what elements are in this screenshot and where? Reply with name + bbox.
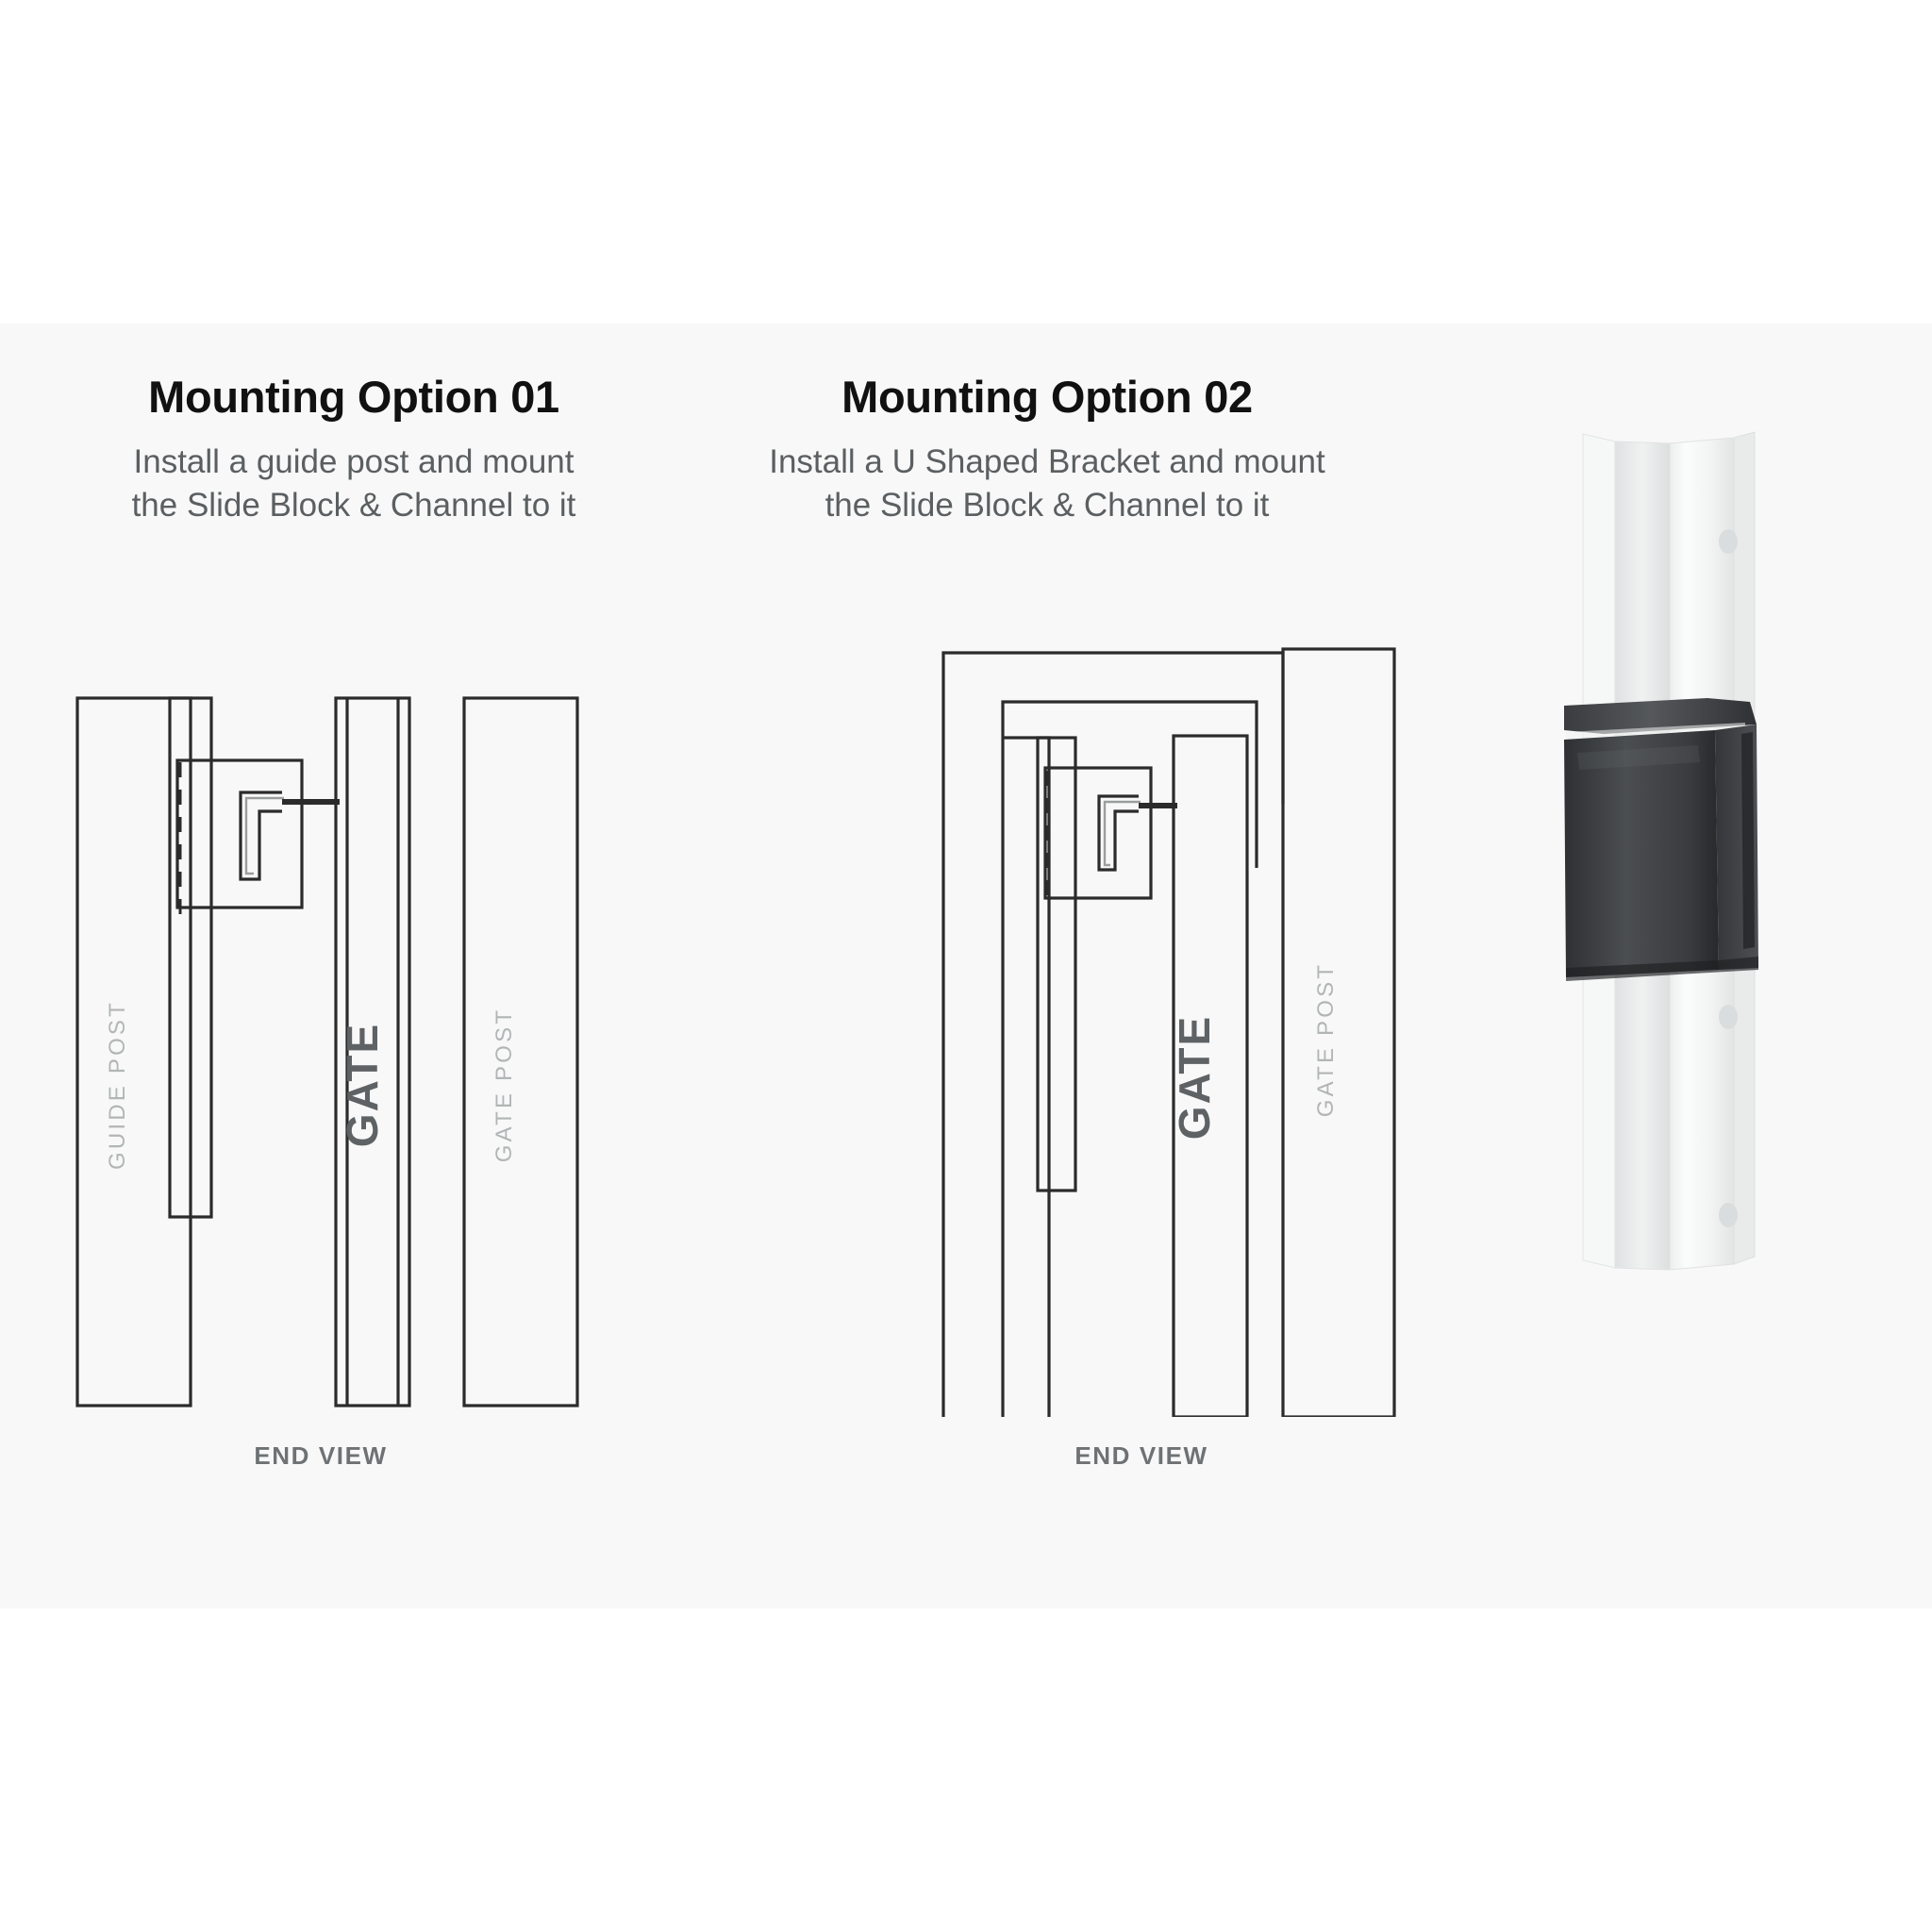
channel-mounting-hole-bottom xyxy=(1719,1203,1738,1227)
gate-label: GATE xyxy=(1170,1015,1219,1140)
option-02-end-view-caption: END VIEW xyxy=(1074,1441,1208,1470)
gate-post-label: GATE POST xyxy=(491,1008,517,1162)
slide-block-hook-inner xyxy=(1103,800,1141,867)
slide-block-hook-inner xyxy=(244,796,284,875)
option-02-subtitle-line-1: Install a U Shaped Bracket and mount xyxy=(769,442,1325,480)
bracket-front-face xyxy=(1564,730,1719,977)
slide-block-outline xyxy=(1043,766,1153,900)
channel-mounting-hole-middle xyxy=(1719,1005,1738,1029)
gate-outer-outline xyxy=(334,696,411,1407)
channel-outline xyxy=(1036,736,1077,1192)
gate-post-outline xyxy=(1281,647,1396,1417)
gate-post-label: GATE POST xyxy=(1313,962,1339,1117)
option-02-subtitle: Install a U Shaped Bracket and mount the… xyxy=(660,441,1434,527)
u-bracket-outer-outline xyxy=(941,651,1285,1040)
option-02-subtitle-line-2: the Slide Block & Channel to it xyxy=(824,486,1270,524)
slide-block-outline xyxy=(175,758,304,909)
channel-mounting-hole-top xyxy=(1719,529,1738,554)
gate-label: GATE xyxy=(338,1023,387,1147)
black-slide-block-bracket xyxy=(1564,698,1758,981)
product-photo-svg xyxy=(1564,431,1758,1271)
mounting-option-01-heading-block: Mounting Option 01 Install a guide post … xyxy=(57,373,651,527)
option-01-subtitle: Install a guide post and mount the Slide… xyxy=(57,441,651,527)
option-01-end-view-diagram: GUIDE POST GATE GATE POST xyxy=(57,679,660,1415)
guide-post-outline xyxy=(75,696,192,1407)
mounting-option-02-heading-block: Mounting Option 02 Install a U Shaped Br… xyxy=(660,373,1434,527)
option-01-end-view-caption: END VIEW xyxy=(254,1441,388,1470)
slide-block-on-channel-photo xyxy=(1557,423,1830,1272)
option-01-subtitle-line-1: Install a guide post and mount xyxy=(133,442,575,480)
option-01-subtitle-line-2: the Slide Block & Channel to it xyxy=(131,486,576,524)
gate-post-outline xyxy=(462,696,579,1407)
bracket-return-lip xyxy=(1741,732,1755,949)
slide-block-hook-outer xyxy=(239,791,282,881)
u-bracket-mount-plate xyxy=(1003,736,1051,1417)
option-02-title: Mounting Option 02 xyxy=(841,372,1253,422)
option-02-diagram-svg: GATE GATE POST xyxy=(941,647,1396,1417)
option-01-title: Mounting Option 01 xyxy=(148,372,559,422)
guide-post-label: GUIDE POST xyxy=(105,1000,130,1170)
bracket-bottom-edge xyxy=(1566,957,1758,981)
gate-outline xyxy=(1172,734,1249,1417)
slide-block-hook-outer xyxy=(1097,794,1139,872)
bracket-face-highlight xyxy=(1577,745,1700,770)
option-01-diagram-svg: GUIDE POST GATE GATE POST xyxy=(75,696,579,1407)
u-bracket-inner-outline xyxy=(1001,700,1258,1417)
channel-outline xyxy=(168,696,213,1219)
option-02-end-view-diagram: GATE GATE POST xyxy=(906,634,1434,1417)
